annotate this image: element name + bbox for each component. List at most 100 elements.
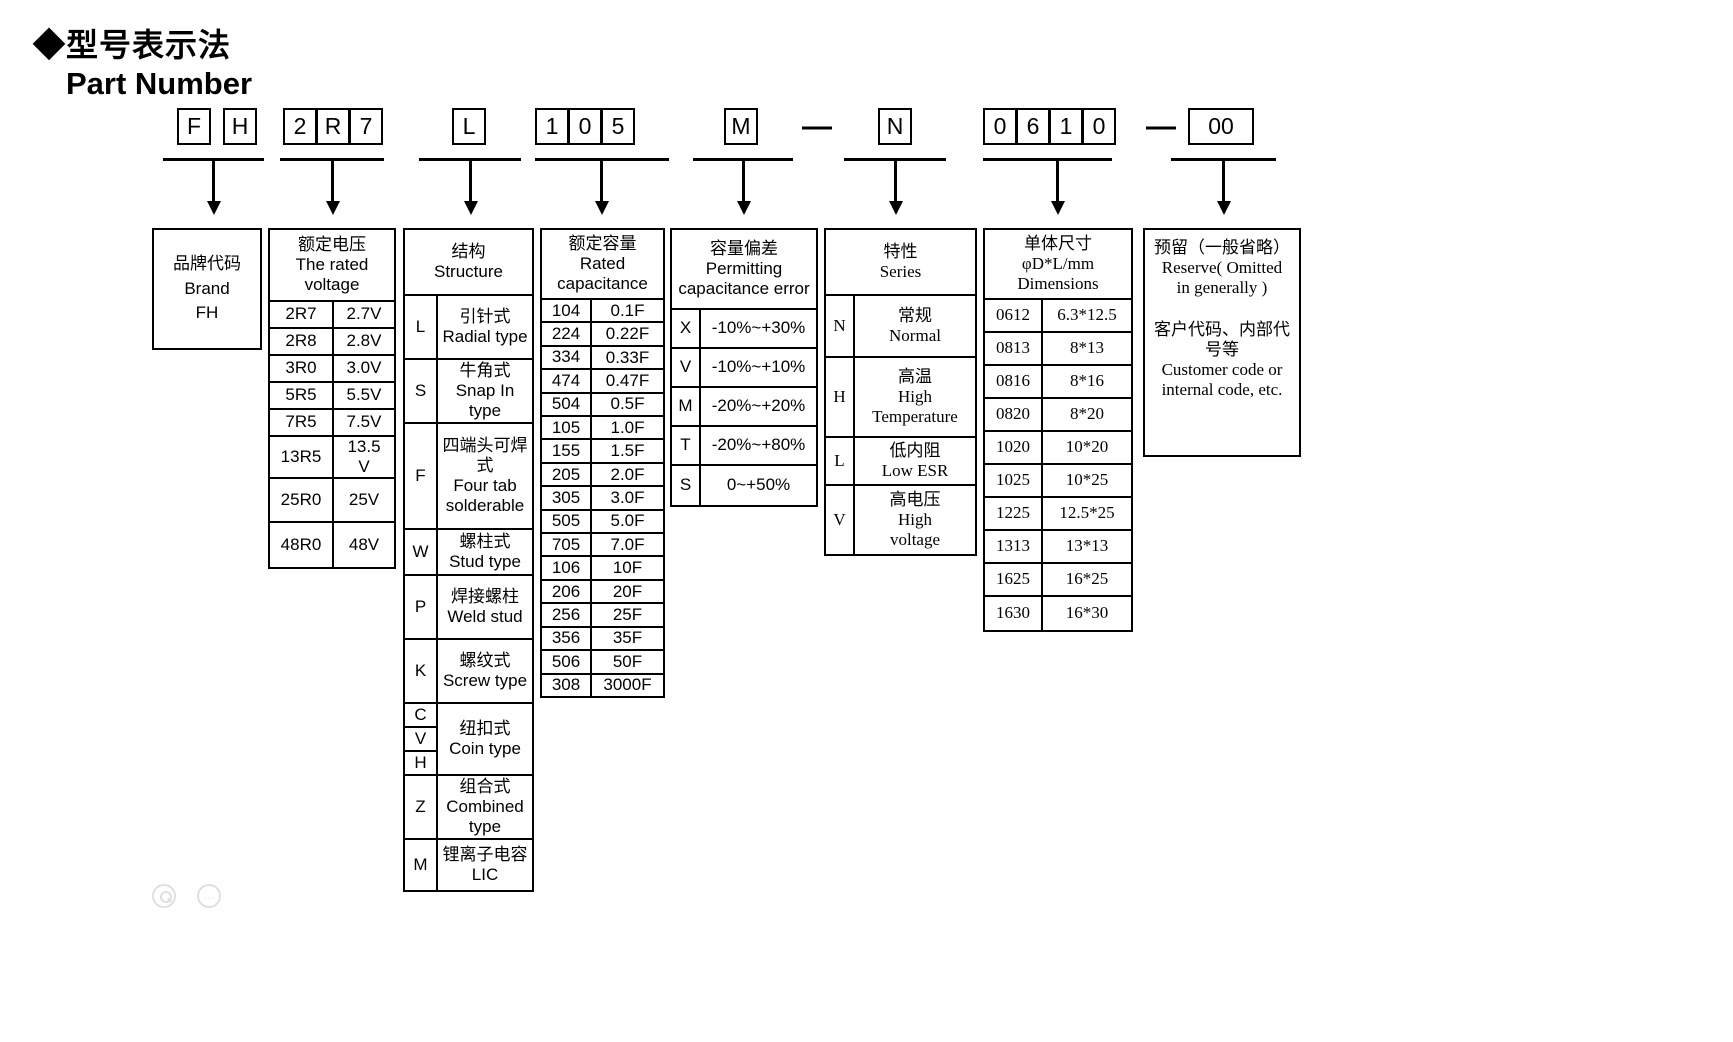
code-cell: 1225 — [985, 498, 1043, 529]
dimensions-row: 1025 10*25 — [985, 465, 1131, 498]
series-row: L 低内阻 Low ESR — [826, 438, 975, 486]
capacitance-row: 206 20F — [542, 580, 663, 605]
value-en: Coin type — [449, 739, 521, 758]
reserve-header-en2: in generally ) — [1176, 278, 1268, 298]
arrow-down-voltage — [331, 161, 334, 209]
arrow-down-structure — [469, 161, 472, 209]
pn-box-voltage-1: R — [316, 108, 350, 145]
code-cell: Z — [405, 776, 438, 838]
value-cell: 10F — [612, 558, 643, 578]
series-table: 特性 Series N 常规 Normal H 高温 High Temperat… — [824, 228, 977, 556]
voltage-row: 7R5 7.5V — [270, 410, 394, 437]
value-cell: 35F — [612, 628, 643, 648]
voltage-row: 2R8 2.8V — [270, 329, 394, 356]
value-cn: 螺纹式 — [459, 650, 511, 670]
structure-table: 结构 Structure L 引针式 Radial type S 牛角式 Sna… — [403, 228, 534, 892]
code-cell: M — [405, 840, 438, 890]
value-cell: 焊接螺柱 Weld stud — [438, 576, 532, 638]
arrow-down-reserve — [1222, 161, 1225, 209]
voltage-row: 3R0 3.0V — [270, 356, 394, 383]
structure-row: Z 组合式 Combined type — [405, 776, 532, 840]
code-cell: S — [672, 466, 701, 505]
structure-row: F 四端头可焊式 Four tab solderable — [405, 424, 532, 530]
code-cell: F — [405, 424, 438, 528]
code-cell: 205 — [542, 463, 592, 486]
code-cell: 1625 — [985, 564, 1043, 595]
code-cell: 206 — [542, 580, 592, 603]
code-cell: 0816 — [985, 366, 1043, 397]
value-cell: 1.0F — [610, 417, 645, 437]
dimensions-row: 1630 16*30 — [985, 597, 1131, 630]
page-subtitle: Part Number — [66, 66, 253, 101]
code-cell: 13R5 — [270, 437, 334, 477]
code-cell: M — [672, 388, 701, 425]
header-en: Rated capacitance — [557, 253, 648, 294]
pn-box-dimensions-1: 6 — [1016, 108, 1050, 145]
value-cn: 螺柱式 — [459, 531, 511, 551]
dimensions-row: 1225 12.5*25 — [985, 498, 1131, 531]
underline-dimensions — [983, 158, 1112, 161]
voltage-row: 25R0 25V — [270, 479, 394, 523]
header-en: Structure — [434, 262, 503, 281]
code-cell: 1025 — [985, 465, 1043, 496]
arrow-down-error — [742, 161, 745, 209]
pn-box-capacitance-1: 0 — [568, 108, 602, 145]
header-cn: 特性 — [883, 241, 918, 261]
capacitance-row: 356 35F — [542, 627, 663, 652]
code-cell: 474 — [542, 370, 592, 392]
value-cell: 2.8V — [346, 331, 382, 351]
code-cell: 48R0 — [270, 523, 334, 567]
value-cell: -20%~+80% — [711, 435, 806, 455]
capacitance-row: 205 2.0F — [542, 463, 663, 488]
value-cell: 8*13 — [1070, 338, 1104, 358]
code-cell: 1020 — [985, 432, 1043, 463]
pn-box-structure-0: L — [452, 108, 486, 145]
pn-box-dimensions-3: 0 — [1082, 108, 1116, 145]
dimensions-table: 单体尺寸 φD*L/mm Dimensions 0612 6.3*12.5 08… — [983, 228, 1133, 632]
voltage-row: 2R7 2.7V — [270, 302, 394, 329]
code-cell: 1313 — [985, 531, 1043, 562]
dimensions-row: 1625 16*25 — [985, 564, 1131, 597]
code-cell: L — [826, 438, 855, 484]
value-cn: 引针式 — [459, 306, 511, 326]
value-en: Four tab solderable — [445, 476, 525, 516]
value-en: Weld stud — [447, 607, 523, 626]
value-en: Screw type — [442, 671, 528, 690]
series-table-header: 特性 Series — [826, 230, 975, 296]
value-cell: 5.0F — [610, 511, 645, 531]
series-row: V 高电压 High voltage — [826, 486, 975, 554]
dimensions-row: 0612 6.3*12.5 — [985, 300, 1131, 333]
code-cell: 334 — [542, 346, 592, 369]
capacitance-row: 104 0.1F — [542, 300, 663, 324]
code-cell: S — [405, 360, 438, 422]
value-cell: 2.0F — [610, 464, 645, 484]
header-cn: 额定电压 — [298, 234, 366, 254]
pn-box-brand-0: F — [177, 108, 211, 145]
value-cell: 3.0V — [346, 358, 382, 378]
value-cell: 螺纹式 Screw type — [438, 640, 532, 702]
code-cell: P — [405, 576, 438, 638]
pn-box-error-0: M — [724, 108, 758, 145]
brand-code: FH — [195, 303, 219, 323]
capacitance-row: 256 25F — [542, 604, 663, 628]
code-cell: 105 — [542, 417, 592, 439]
value-cell: 12.5*25 — [1059, 503, 1115, 523]
error-row: V -10%~+10% — [672, 349, 816, 388]
voltage-table-header: 额定电压 The rated voltage — [270, 230, 394, 302]
value-cell: 锂离子电容LIC — [438, 840, 532, 890]
code-cell: 705 — [542, 534, 592, 556]
value-cell: -10%~+30% — [711, 318, 806, 338]
pn-box-dimensions-0: 0 — [983, 108, 1017, 145]
underline-series — [844, 158, 946, 161]
code-cell: 3R0 — [270, 356, 334, 381]
value-cell: 0~+50% — [726, 475, 791, 495]
code-cell: X — [672, 310, 701, 347]
value-cell: 2.7V — [346, 304, 382, 324]
error-row: S 0~+50% — [672, 466, 816, 505]
code-cell: 2R8 — [270, 329, 334, 354]
voltage-row: 48R0 48V — [270, 523, 394, 567]
voltage-table: 额定电压 The rated voltage 2R7 2.7V 2R8 2.8V… — [268, 228, 396, 569]
value-cn: 牛角式 — [459, 360, 511, 380]
capacitance-row: 155 1.5F — [542, 440, 663, 464]
code-cell: 155 — [542, 440, 592, 462]
